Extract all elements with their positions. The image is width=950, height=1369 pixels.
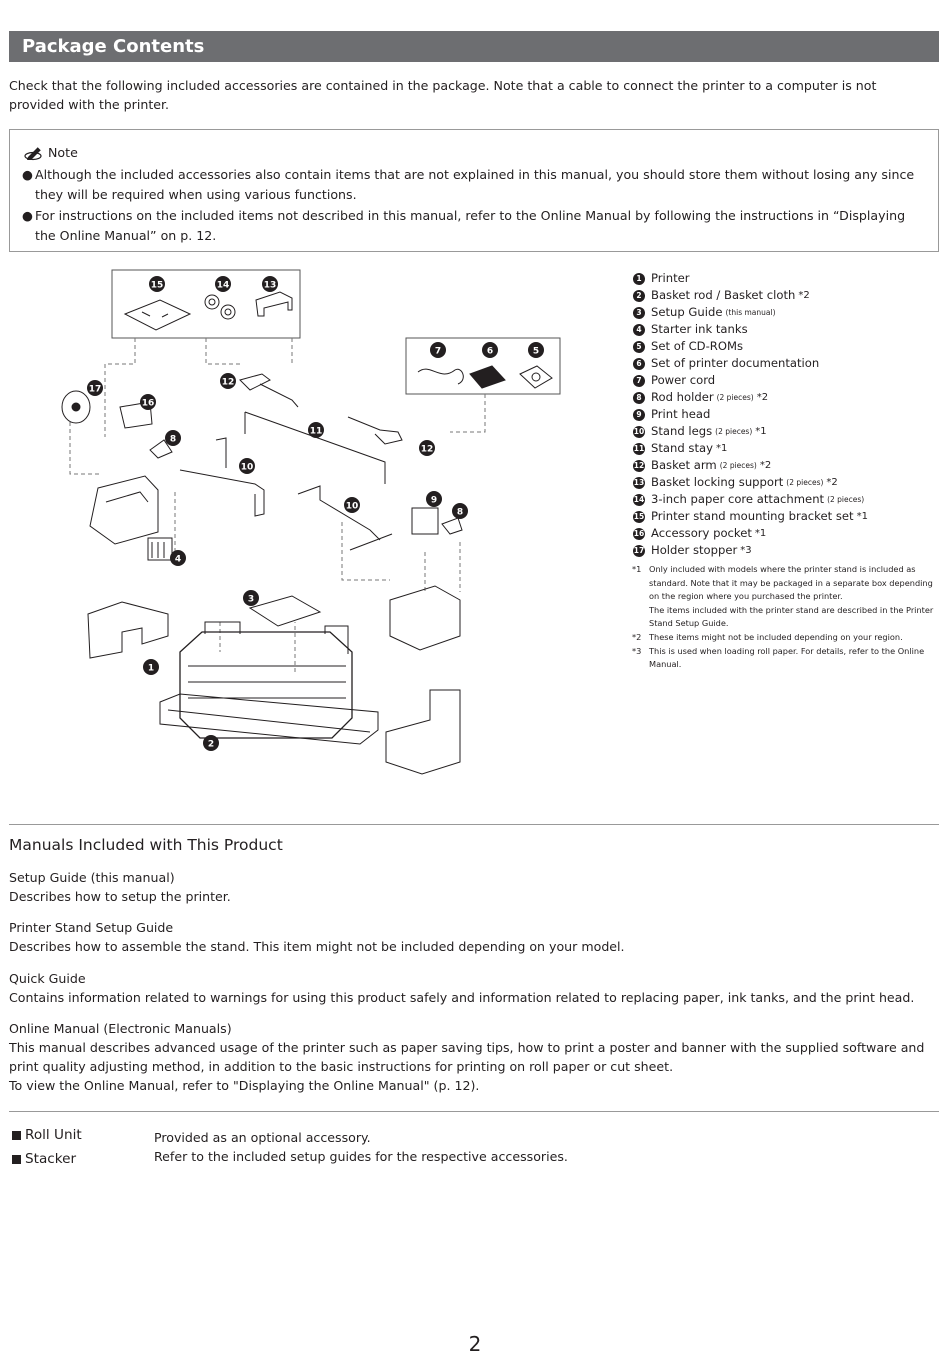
manual-name: Printer Stand Setup Guide bbox=[9, 920, 174, 935]
manual-description: Describes how to setup the printer. bbox=[9, 889, 231, 904]
square-bullet-icon bbox=[12, 1130, 21, 1140]
accessory-description: Refer to the included setup guides for t… bbox=[154, 1149, 568, 1164]
callout-label: 16 bbox=[142, 399, 155, 409]
callout-label: 17 bbox=[89, 385, 102, 395]
note-item: ●For instructions on the included items … bbox=[22, 208, 906, 243]
callout-label: 4 bbox=[175, 555, 181, 565]
manuals-heading: Manuals Included with This Product bbox=[9, 836, 283, 854]
accessory-description: Provided as an optional accessory. bbox=[154, 1130, 371, 1145]
callout-label: 10 bbox=[346, 502, 359, 512]
callout-12 bbox=[419, 440, 435, 456]
divider bbox=[9, 1111, 939, 1112]
callout-3 bbox=[243, 590, 259, 606]
manual-description: This manual describes advanced usage of … bbox=[9, 1040, 925, 1074]
callout-label: 5 bbox=[533, 347, 539, 357]
callout-label: 15 bbox=[151, 281, 164, 291]
divider bbox=[9, 824, 939, 825]
callout-label: 8 bbox=[170, 435, 176, 445]
callout-14 bbox=[215, 276, 231, 292]
page-number: 2 bbox=[468, 1332, 482, 1356]
callout-16 bbox=[140, 394, 156, 410]
callout-12 bbox=[220, 373, 236, 389]
callout-9 bbox=[426, 491, 442, 507]
intro-text: Check that the following included access… bbox=[9, 78, 877, 112]
callout-7 bbox=[430, 342, 446, 358]
manual-description: To view the Online Manual, refer to "Dis… bbox=[9, 1078, 480, 1093]
callout-13 bbox=[262, 276, 278, 292]
package-contents-illustration: 15 14 13 7 6 5 17 12 16 11 8 12 10 9 10 … bbox=[61, 269, 561, 775]
manual-description: Describes how to assemble the stand. Thi… bbox=[9, 939, 625, 954]
callout-17 bbox=[87, 380, 103, 396]
callout-label: 12 bbox=[222, 378, 235, 388]
note-label: Note bbox=[48, 145, 78, 160]
footnote: The items included with the printer stan… bbox=[649, 604, 934, 629]
callout-10 bbox=[239, 458, 255, 474]
pencil-icon bbox=[24, 146, 42, 160]
note-box: Note ●Although the included accessories … bbox=[9, 129, 939, 252]
callout-10 bbox=[344, 497, 360, 513]
callout-label: 10 bbox=[241, 463, 254, 473]
accessory-stacker: Stacker bbox=[12, 1149, 76, 1169]
callout-label: 14 bbox=[217, 281, 230, 291]
callout-8 bbox=[165, 430, 181, 446]
callout-4 bbox=[170, 550, 186, 566]
callout-label: 8 bbox=[457, 508, 463, 518]
callout-label: 6 bbox=[487, 347, 493, 357]
callout-label: 3 bbox=[248, 595, 254, 605]
note-heading: Note bbox=[24, 143, 78, 162]
manual-name: Online Manual (Electronic Manuals) bbox=[9, 1021, 232, 1036]
section-title: Package Contents bbox=[9, 31, 939, 62]
callout-label: 12 bbox=[421, 445, 434, 455]
manual-description: Contains information related to warnings… bbox=[9, 990, 915, 1005]
manual-name: Setup Guide (this manual) bbox=[9, 870, 175, 885]
note-item: ●Although the included accessories also … bbox=[22, 167, 915, 202]
callout-6 bbox=[482, 342, 498, 358]
callout-1 bbox=[143, 659, 159, 675]
callout-label: 11 bbox=[310, 427, 323, 437]
callout-8 bbox=[452, 503, 468, 519]
callout-label: 7 bbox=[435, 347, 441, 357]
square-bullet-icon bbox=[12, 1154, 21, 1164]
callout-5 bbox=[528, 342, 544, 358]
callout-label: 1 bbox=[148, 664, 154, 674]
callout-label: 2 bbox=[208, 740, 214, 750]
callout-11 bbox=[308, 422, 324, 438]
callout-label: 13 bbox=[264, 281, 277, 291]
callout-label: 9 bbox=[431, 496, 437, 506]
manual-name: Quick Guide bbox=[9, 971, 86, 986]
accessory-roll-unit: Roll Unit bbox=[12, 1125, 82, 1145]
callout-15 bbox=[149, 276, 165, 292]
callout-2 bbox=[203, 735, 219, 751]
